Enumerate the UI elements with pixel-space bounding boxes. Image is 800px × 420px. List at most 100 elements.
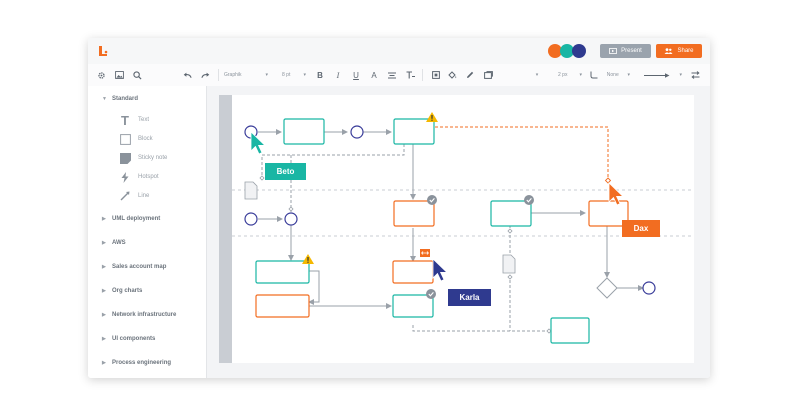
library-label: Sales account map bbox=[112, 264, 167, 270]
shape-text[interactable]: T Text bbox=[118, 113, 149, 128]
line-end-value: None bbox=[606, 72, 619, 78]
redo-button[interactable] bbox=[198, 68, 212, 82]
process-box[interactable] bbox=[393, 118, 435, 145]
connector-endpoint-orange[interactable] bbox=[604, 177, 612, 184]
text-options-button[interactable] bbox=[404, 68, 416, 82]
pen-icon bbox=[467, 71, 474, 78]
sticky-note-icon bbox=[118, 151, 132, 165]
line-end-select[interactable]: None ▾ bbox=[590, 68, 630, 82]
avatar[interactable] bbox=[548, 44, 562, 58]
connector-endpoint[interactable] bbox=[546, 328, 552, 334]
chevron-down-icon: ▾ bbox=[579, 72, 582, 78]
library-label: Standard bbox=[112, 96, 139, 102]
chevron-down-icon: ▾ bbox=[627, 72, 630, 78]
connector-endpoint[interactable] bbox=[259, 175, 265, 181]
font-select[interactable]: Graphik ▾ bbox=[224, 68, 268, 82]
underline-icon: U bbox=[353, 70, 359, 80]
chevron-right-icon: ▶ bbox=[102, 312, 106, 318]
avatar[interactable] bbox=[572, 44, 586, 58]
shape-label: Line bbox=[138, 193, 150, 199]
document-icon[interactable] bbox=[502, 254, 516, 274]
library-ui-components[interactable]: ▶UI components bbox=[102, 336, 155, 342]
library-standard[interactable]: ▼Standard bbox=[102, 96, 138, 102]
arrow-style-select[interactable]: ▾ bbox=[644, 68, 682, 82]
dashed-connector[interactable] bbox=[412, 325, 549, 332]
process-box[interactable] bbox=[550, 317, 590, 344]
start-event[interactable] bbox=[244, 212, 258, 226]
library-process-engineering[interactable]: ▶Process engineering bbox=[102, 360, 171, 366]
chevron-right-icon: ▶ bbox=[102, 264, 106, 270]
process-box[interactable] bbox=[392, 294, 434, 318]
dashed-connector[interactable] bbox=[261, 144, 405, 180]
library-org-charts[interactable]: ▶Org charts bbox=[102, 288, 142, 294]
line-color-button[interactable] bbox=[464, 68, 476, 82]
library-sales-account-map[interactable]: ▶ Sales account map bbox=[102, 264, 166, 270]
shape-block[interactable]: Block bbox=[118, 132, 153, 146]
connector[interactable] bbox=[308, 270, 320, 305]
lucidchart-window: Present Share bbox=[88, 38, 710, 378]
comment-badge-icon[interactable] bbox=[420, 249, 430, 257]
process-box[interactable] bbox=[588, 200, 629, 227]
shape-line[interactable]: Line bbox=[118, 189, 149, 203]
font-size-select[interactable]: 8 pt ▾ bbox=[282, 68, 306, 82]
library-label: Process engineering bbox=[112, 360, 172, 366]
connector-icon bbox=[590, 71, 598, 79]
text-color-button[interactable]: A bbox=[368, 68, 380, 82]
chevron-down-icon: ▾ bbox=[265, 72, 268, 78]
avatar[interactable] bbox=[560, 44, 574, 58]
swimlane-rail[interactable] bbox=[219, 95, 232, 363]
check-badge-icon bbox=[426, 289, 436, 299]
underline-button[interactable]: U bbox=[350, 68, 362, 82]
dashed-connector-orange[interactable] bbox=[435, 126, 609, 179]
shape-style-button[interactable] bbox=[430, 68, 442, 82]
font-name: Graphik bbox=[224, 72, 242, 78]
italic-button[interactable]: I bbox=[332, 68, 344, 82]
align-button[interactable] bbox=[386, 68, 398, 82]
library-uml-deployment[interactable]: ▶UML deployment bbox=[102, 216, 160, 222]
present-button[interactable]: Present bbox=[600, 44, 651, 58]
end-event[interactable] bbox=[642, 281, 656, 295]
share-button[interactable]: Share bbox=[656, 44, 702, 58]
flowchart bbox=[232, 112, 694, 344]
shape-hotspot[interactable]: Hotspot bbox=[118, 170, 159, 184]
line-style-select[interactable]: ▾ bbox=[532, 68, 542, 82]
toolbar-divider bbox=[422, 69, 423, 81]
present-icon bbox=[609, 48, 618, 54]
bold-button[interactable]: B bbox=[314, 68, 326, 82]
shape-label: Block bbox=[138, 136, 153, 142]
settings-button[interactable] bbox=[94, 68, 108, 82]
fill-color-button[interactable] bbox=[446, 68, 458, 82]
gateway-diamond[interactable] bbox=[596, 277, 618, 299]
library-network-infrastructure[interactable]: ▶ Network infrastructure bbox=[102, 312, 176, 318]
intermediate-event[interactable] bbox=[350, 125, 364, 139]
process-box[interactable] bbox=[490, 200, 532, 227]
collaborator-label-karla: Karla bbox=[448, 289, 491, 306]
diagram-canvas[interactable]: Beto Karla Dax bbox=[219, 95, 694, 363]
intermediate-event[interactable] bbox=[284, 212, 298, 226]
block-icon bbox=[118, 132, 132, 146]
connector-endpoint[interactable] bbox=[507, 228, 513, 234]
shape-style-icon bbox=[432, 71, 440, 79]
search-icon bbox=[132, 70, 142, 80]
process-box[interactable] bbox=[283, 118, 325, 145]
process-box[interactable] bbox=[393, 200, 435, 227]
toolbar-divider bbox=[218, 69, 219, 81]
process-box[interactable] bbox=[255, 294, 310, 318]
undo-button[interactable] bbox=[180, 68, 194, 82]
document-icon[interactable] bbox=[244, 181, 258, 200]
process-box[interactable] bbox=[255, 260, 310, 284]
search-button[interactable] bbox=[130, 68, 144, 82]
image-button[interactable] bbox=[112, 68, 126, 82]
connector-endpoint[interactable] bbox=[288, 206, 294, 212]
present-label: Present bbox=[621, 48, 642, 54]
app-logo[interactable] bbox=[98, 45, 108, 57]
library-aws[interactable]: ▶AWS bbox=[102, 240, 126, 246]
shape-sticky-note[interactable]: Sticky note bbox=[118, 151, 167, 165]
gear-icon bbox=[97, 71, 105, 79]
swap-button[interactable] bbox=[688, 68, 702, 82]
image-options-button[interactable] bbox=[482, 68, 494, 82]
library-label: Network infrastructure bbox=[112, 312, 177, 318]
process-box[interactable] bbox=[392, 260, 434, 284]
connector-endpoint[interactable] bbox=[507, 274, 513, 280]
line-width-select[interactable]: 2 px ▾ bbox=[558, 68, 582, 82]
